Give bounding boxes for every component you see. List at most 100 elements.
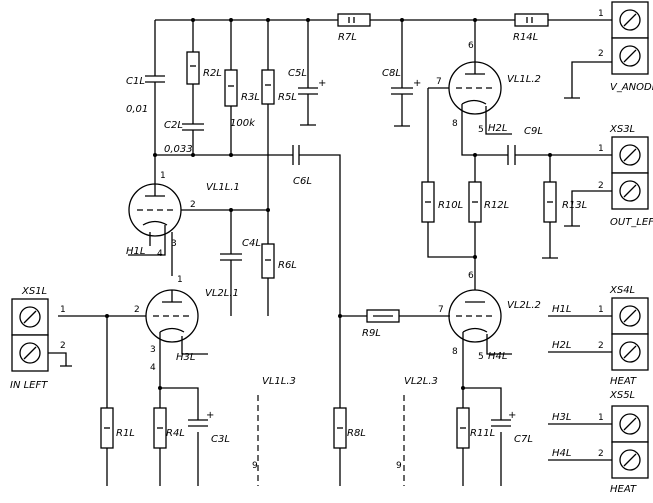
r2l-label: R2L	[203, 68, 222, 79]
vl1l2-pin8: 8	[452, 119, 458, 129]
vl1l2-pin6: 6	[468, 41, 474, 51]
vl1l1-pin1: 1	[160, 171, 166, 181]
capacitor-c4l: C4L	[220, 210, 261, 316]
resistor-r9l: R9L	[362, 309, 400, 339]
c5l-plus: +	[318, 78, 326, 89]
connector-xs4l: 1 2 H1L H2L XS4L HEAT	[548, 285, 649, 387]
tube-vl1l2: 6 7 8 5 VL1L.2 H2L	[428, 20, 612, 156]
xs3l-pin2: 2	[598, 181, 604, 191]
xs1l-pin1: 1	[60, 305, 66, 315]
vl1l2-pin7: 7	[436, 77, 442, 87]
heater-vl1l3: VL1L.3 9	[252, 376, 296, 486]
c7l-plus: +	[508, 410, 516, 421]
r8l-label: R8L	[347, 428, 366, 439]
xs4l-ref: XS4L	[609, 285, 635, 296]
xs4l-net-h2: H2L	[552, 340, 571, 351]
r5l-label: R5L	[278, 92, 297, 103]
c9l-label: C9L	[524, 126, 543, 137]
r12l-label: R12L	[484, 200, 509, 211]
capacitor-c1l: C1L 0,01	[126, 20, 165, 186]
capacitor-c7l: + C7L	[491, 410, 533, 445]
xs5l-ref: XS5L	[609, 390, 635, 401]
c6l-label: C6L	[293, 176, 312, 187]
vl2l2-pin7: 7	[438, 305, 444, 315]
r3l-label: R3L	[241, 92, 260, 103]
xs3l-name: OUT_LEFT	[610, 217, 653, 228]
tube-vl1l1: 1 2 3 4 VL1L.1 H1L	[126, 171, 270, 259]
resistor-r11l: R11L	[456, 407, 495, 449]
r6l-label: R6L	[278, 260, 297, 271]
vl2l2-label: VL2L.2	[507, 300, 541, 311]
resistor-r7l: R7L	[337, 13, 371, 43]
resistor-r2l: R2L	[186, 20, 222, 124]
resistor-r3l: R3L 100k	[224, 20, 260, 155]
vl2l1-heater-label: H3L	[176, 352, 195, 363]
xs4l-pin2: 2	[598, 341, 604, 351]
capacitor-c9l: C9L	[507, 126, 543, 165]
c1l-label: C1L	[126, 76, 145, 87]
capacitor-c3l: + C3L	[188, 410, 230, 445]
vl2l1-pin3: 3	[150, 345, 156, 355]
vl1l1-label: VL1L.1	[206, 182, 240, 193]
vl1l1-heater-label: H1L	[126, 246, 145, 257]
vl2l2-grid-net	[339, 294, 450, 486]
r13l-label: R13L	[562, 200, 587, 211]
xs1l-name: IN LEFT	[10, 380, 48, 391]
r1l-label: R1L	[116, 428, 135, 439]
xs2l-name: V_ANODE	[610, 82, 653, 93]
vl2l2-heater-label: H4L	[488, 351, 507, 362]
c3l-label: C3L	[211, 434, 230, 445]
tube-vl2l1: 1 2 3 4 VL2L.1 H3L	[58, 275, 239, 373]
resistor-r10l: R10L	[421, 88, 475, 258]
xs4l-net-h1: H1L	[552, 304, 571, 315]
vl2l2-pin8: 8	[452, 347, 458, 357]
vl2l3-label: VL2L.3	[404, 376, 438, 387]
vl2l1-pin1: 1	[177, 275, 183, 285]
xs5l-pin1: 1	[598, 413, 604, 423]
connector-xs3l: 1 2 XS3L OUT_LEFT	[564, 124, 653, 228]
vl1l2-pin5: 5	[478, 125, 484, 135]
c3l-plus: +	[206, 410, 214, 421]
vl1l1-pin3: 3	[171, 239, 177, 249]
xs2l-pin2: 2	[598, 49, 604, 59]
capacitor-c6l: C6L	[292, 145, 312, 187]
c2l-label: C2L	[164, 120, 183, 131]
vl1l3-label: VL1L.3	[262, 376, 296, 387]
r4l-label: R4L	[166, 428, 185, 439]
vl2l1-cathode-net	[106, 316, 199, 486]
resistor-r12l: R12L	[468, 155, 509, 290]
c7l-label: C7L	[514, 434, 533, 445]
c4l-label: C4L	[242, 238, 261, 249]
resistor-r8l: R8L	[333, 407, 366, 449]
xs5l-name: HEAT	[610, 484, 637, 495]
coupling-net	[155, 154, 341, 294]
resistor-r6l: R6L	[261, 243, 297, 279]
resistor-r14l: R14L	[513, 13, 549, 43]
vl2l2-pin5: 5	[478, 352, 484, 362]
vl2l1-pin4: 4	[150, 363, 156, 373]
r11l-label: R11L	[470, 428, 495, 439]
resistor-r13l: R13L	[542, 155, 587, 259]
tube-vl2l2: 6 7 8 5 VL2L.2 H4L	[438, 271, 541, 486]
xs3l-pin1: 1	[598, 144, 604, 154]
xs1l-ref: XS1L	[21, 286, 47, 297]
c8l-plus: +	[413, 78, 421, 89]
vl2l2-pin6: 6	[468, 271, 474, 281]
xs2l-pin1: 1	[598, 9, 604, 19]
capacitor-c8l: + C8L	[382, 20, 421, 127]
connector-xs5l: 1 2 H3L H4L XS5L HEAT	[548, 390, 649, 495]
connector-xs2l: 1 2 V_ANODE	[564, 1, 653, 99]
xs1l-pin2: 2	[60, 341, 66, 351]
heater-vl2l3: VL2L.3 9	[396, 376, 438, 486]
c1l-value: 0,01	[126, 104, 148, 115]
c2l-value: 0,033	[164, 144, 193, 155]
r3l-value: 100k	[230, 118, 256, 129]
r9l-label: R9L	[362, 328, 381, 339]
r10l-label: R10L	[438, 200, 463, 211]
vl1l1-pin2: 2	[190, 200, 196, 210]
resistor-r1l: R1L	[100, 407, 135, 449]
c8l-label: C8L	[382, 68, 401, 79]
r7l-label: R7L	[338, 32, 357, 43]
connector-xs1l: 1 2 XS1L IN LEFT	[10, 286, 72, 391]
